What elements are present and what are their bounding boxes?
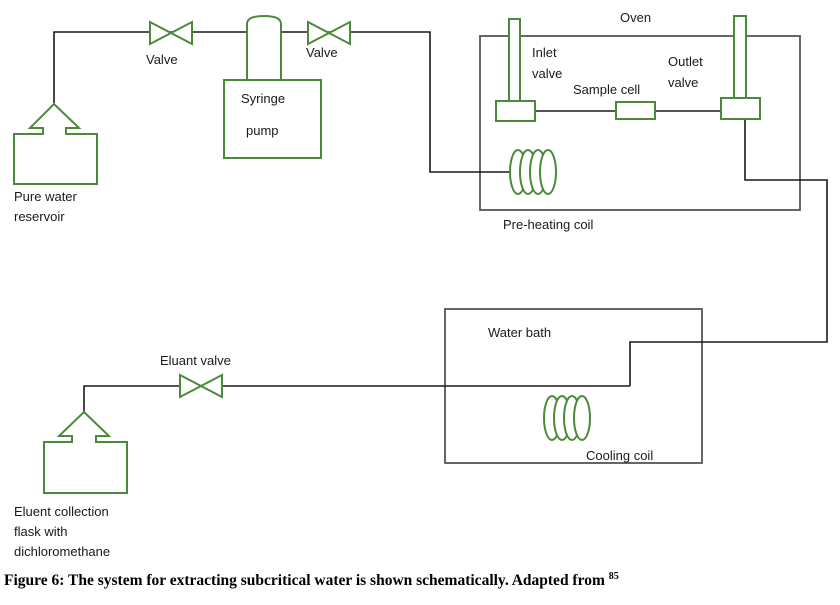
valve-left-label: Valve	[146, 52, 178, 67]
sample-cell-label: Sample cell	[573, 82, 640, 97]
oven-label: Oven	[620, 10, 651, 25]
reservoir-label-line2: reservoir	[14, 209, 65, 224]
preheating-coil-label: Pre-heating coil	[503, 217, 593, 232]
caption-text: Figure 6: The system for extracting subc…	[4, 572, 609, 590]
preheating-coil-icon	[509, 149, 557, 195]
water-bath-label: Water bath	[488, 325, 551, 340]
outlet-valve-label-line1: Outlet	[668, 54, 703, 69]
valve-right-icon	[307, 20, 351, 46]
cooling-coil-label: Cooling coil	[586, 448, 653, 463]
reservoir-label-line1: Pure water	[14, 189, 78, 204]
inlet-valve-icon	[495, 18, 536, 122]
flask-label-line2: flask with	[14, 524, 67, 539]
collection-flask-icon	[43, 410, 128, 494]
reservoir-icon	[13, 102, 98, 185]
oven-box	[479, 35, 801, 211]
flask-label-line1: Eluent collection	[14, 504, 109, 519]
valve-right-label: Valve	[306, 45, 338, 60]
pipe-syringe-to-preheat	[280, 31, 512, 173]
eluant-valve-label: Eluant valve	[160, 353, 231, 368]
pipe-outlet-to-bath	[629, 120, 828, 386]
inlet-valve-label-line2: valve	[532, 66, 562, 81]
extraction-system-diagram: Oven Water bath Valve Valve Syringe pump…	[13, 10, 828, 559]
pipe-bath-to-flask	[83, 385, 630, 412]
inlet-valve-label-line1: Inlet	[532, 45, 557, 60]
syringe-pump-label-line1: Syringe	[241, 91, 285, 106]
syringe-pump-label-line2: pump	[246, 123, 279, 138]
flask-label-line3: dichloromethane	[14, 544, 110, 559]
caption-reference: 85	[608, 571, 619, 582]
outlet-valve-icon	[720, 15, 761, 120]
cooling-coil-icon	[543, 395, 591, 441]
eluant-valve-icon	[179, 373, 223, 399]
valve-left-icon	[149, 20, 193, 46]
outlet-valve-label-line2: valve	[668, 75, 698, 90]
figure-caption: Figure 6: The system for extracting subc…	[4, 571, 836, 590]
sample-cell-icon	[615, 101, 656, 120]
syringe-pump-icon	[223, 14, 322, 159]
